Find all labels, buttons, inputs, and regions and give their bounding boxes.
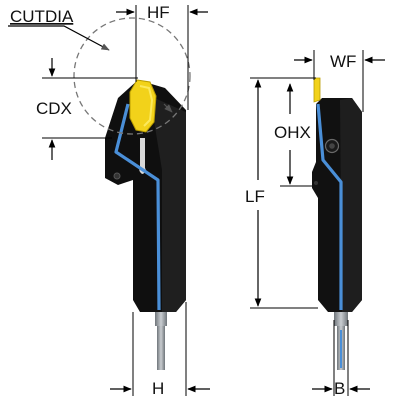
right-coolant-channel: [316, 103, 343, 310]
hf-label: HF: [147, 3, 170, 22]
h-label: H: [152, 379, 164, 398]
cutdia-arrow-lower: [163, 103, 173, 113]
right-view: WF OHX LF B: [245, 50, 385, 398]
cdx-label: CDX: [36, 99, 72, 118]
lf-label: LF: [245, 187, 265, 206]
ohx-label: OHX: [274, 123, 311, 142]
left-screw-hole: [113, 172, 121, 180]
cutting-diameter-circle: [73, 17, 191, 135]
right-small-screw: [314, 181, 318, 185]
cutdia-label: CUTDIA: [10, 7, 74, 26]
right-shank-collar: [334, 312, 348, 326]
left-coolant-channel: [114, 103, 161, 311]
left-shank-collar: [155, 312, 167, 326]
b-label: B: [334, 379, 345, 398]
left-body-facet: [150, 96, 186, 312]
left-keyhole-slot: [140, 138, 145, 174]
wf-label: WF: [330, 52, 356, 71]
left-view: CUTDIA HF CDX H: [8, 3, 210, 398]
cutdia-leader-line: [8, 25, 110, 51]
right-body-facet: [340, 98, 362, 312]
left-shank-tube: [157, 326, 165, 370]
right-insert: [313, 77, 321, 103]
